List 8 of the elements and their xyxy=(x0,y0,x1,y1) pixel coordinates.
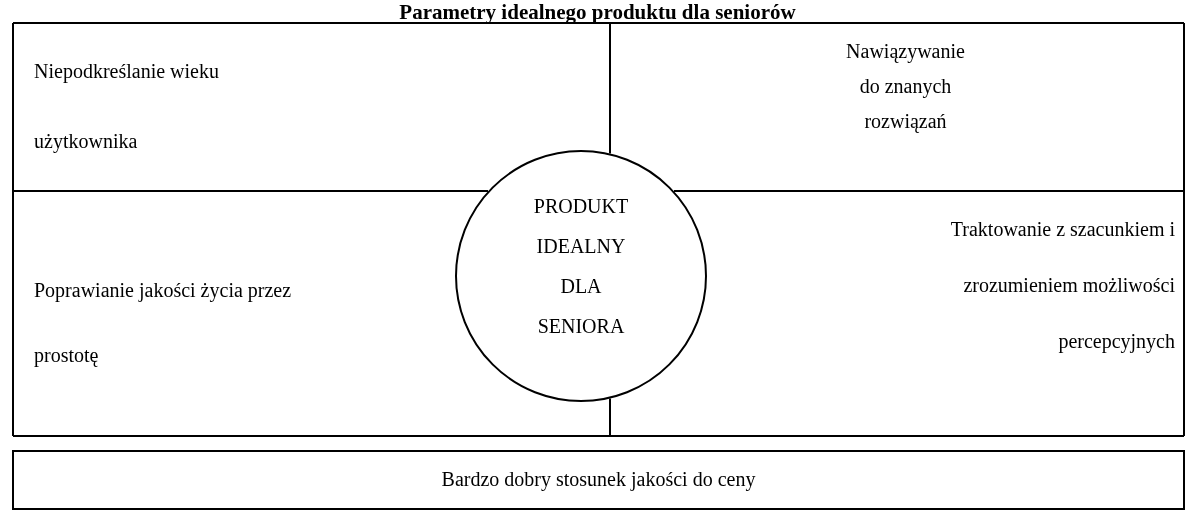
node-label: Poprawianie jakości życia przez prostotę xyxy=(34,258,294,388)
node-label: Bardzo dobry stosunek jakości do ceny xyxy=(440,467,757,492)
diagram-title: Parametry idealnego produktu dla seniorów xyxy=(398,0,797,25)
circle-label: PRODUKT IDEALNY DLA SENIORA xyxy=(532,194,630,339)
node-label: Nawiązywanie do znanych rozwiązań xyxy=(838,34,973,139)
node-label: Niepodkreślanie wieku użytkownika xyxy=(34,36,294,176)
bottom-box xyxy=(12,450,1185,510)
node-label: Traktowanie z szacunkiem i zrozumieniem możliwości percepcyjnych xyxy=(900,201,1175,369)
